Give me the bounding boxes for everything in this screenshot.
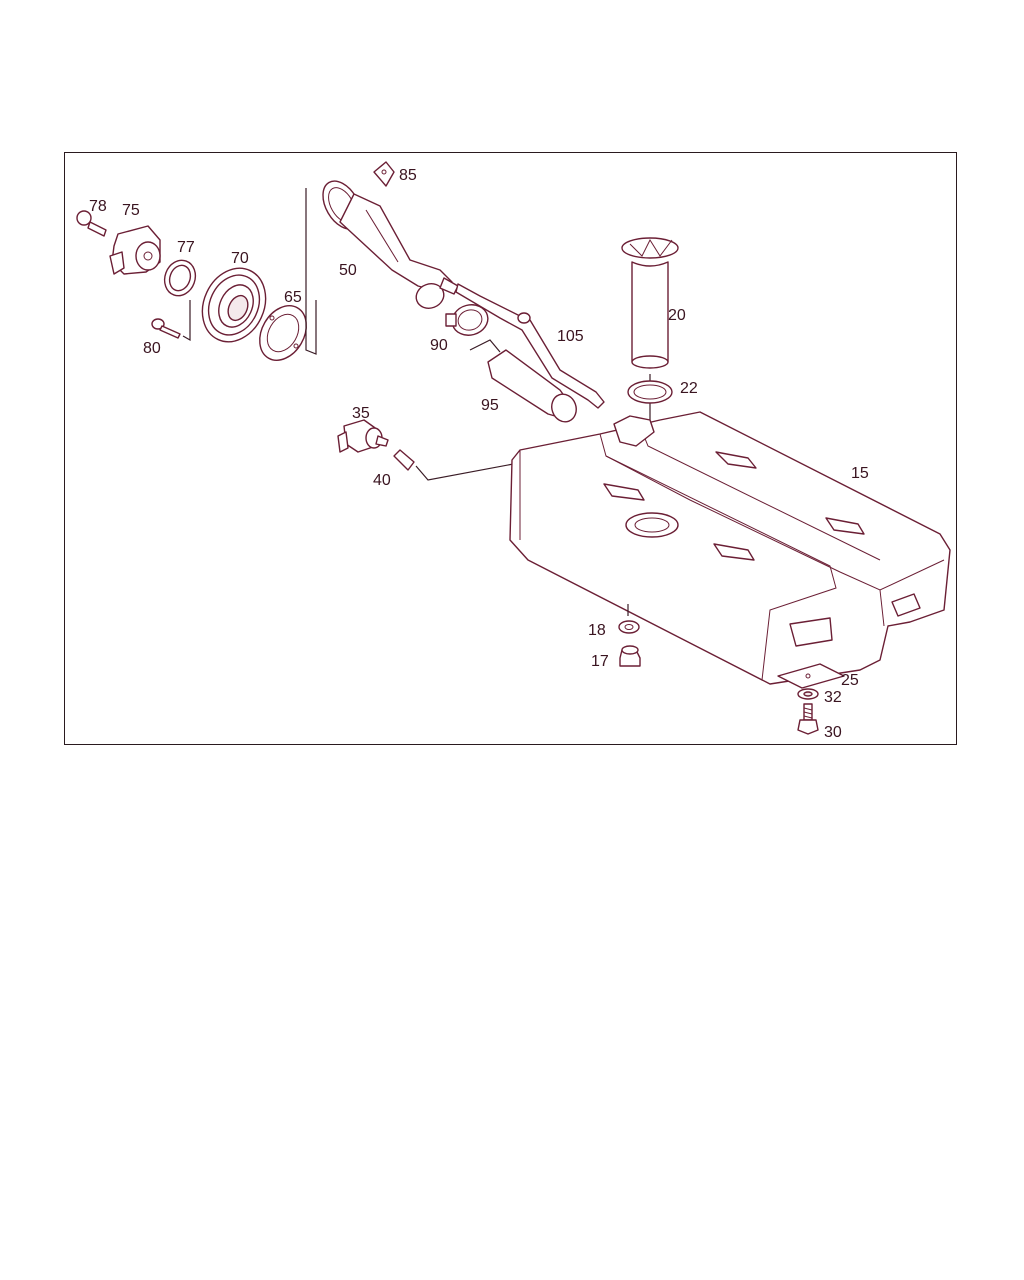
- callout-95: 95: [481, 397, 499, 414]
- washer-part-32[interactable]: [797, 688, 819, 700]
- sealing-ring-part-77[interactable]: [160, 256, 201, 300]
- callout-35: 35: [352, 405, 370, 422]
- valve-part-35[interactable]: [337, 419, 389, 453]
- callout-78: 78: [89, 198, 107, 215]
- callout-90: 90: [430, 337, 448, 354]
- callout-80: 80: [143, 340, 161, 357]
- clip-part-85[interactable]: [373, 161, 395, 187]
- bolt-part-30[interactable]: [797, 703, 819, 735]
- hose-clamp-part-90[interactable]: [445, 301, 491, 339]
- callout-32: 32: [824, 689, 842, 706]
- callout-30: 30: [824, 724, 842, 741]
- screw-part-80[interactable]: [151, 318, 181, 339]
- connecting-hose-part-95[interactable]: [469, 339, 580, 425]
- callout-20: 20: [668, 307, 686, 324]
- leader-80: [182, 300, 191, 342]
- seal-part-18[interactable]: [618, 620, 640, 634]
- callout-22: 22: [680, 380, 698, 397]
- callout-65: 65: [284, 289, 302, 306]
- key-part-78[interactable]: [76, 210, 107, 237]
- sealing-ring-part-22[interactable]: [627, 380, 673, 404]
- callout-70: 70: [231, 250, 249, 267]
- callout-25: 25: [841, 672, 859, 689]
- callout-18: 18: [588, 622, 606, 639]
- lock-cylinder-part-75[interactable]: [109, 225, 161, 275]
- callout-40: 40: [373, 472, 391, 489]
- callout-15: 15: [851, 465, 869, 482]
- diagram-frame: [64, 152, 957, 745]
- callout-105: 105: [557, 328, 584, 345]
- callout-77: 77: [177, 239, 195, 256]
- callout-75: 75: [122, 202, 140, 219]
- fuel-sender-part-20[interactable]: [621, 237, 679, 369]
- bracket-line-50: [305, 188, 317, 355]
- gasket-part-65[interactable]: [250, 297, 315, 368]
- fuel-tank-part-15[interactable]: [509, 411, 951, 685]
- filler-housing-part-70[interactable]: [191, 258, 277, 352]
- drain-plug-part-17[interactable]: [619, 645, 641, 667]
- callout-85: 85: [399, 167, 417, 184]
- strap-part-25[interactable]: [777, 663, 845, 689]
- hose-part-40[interactable]: [393, 449, 415, 471]
- vent-hose-part-105[interactable]: [455, 283, 605, 409]
- callout-50: 50: [339, 262, 357, 279]
- callout-17: 17: [591, 653, 609, 670]
- filler-neck-part-50[interactable]: [315, 174, 459, 312]
